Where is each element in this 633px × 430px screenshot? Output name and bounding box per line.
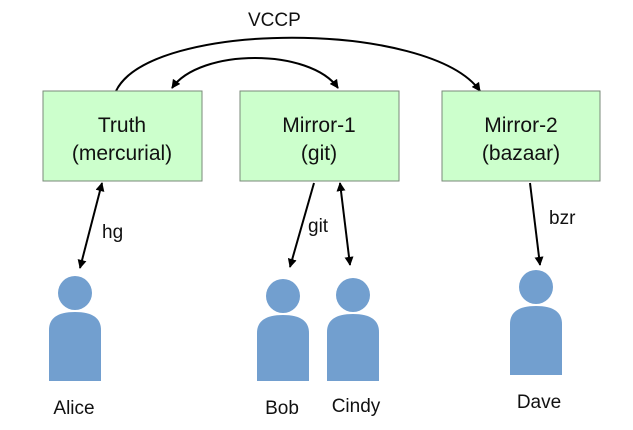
person-dave-icon <box>510 270 562 375</box>
dave-label: Dave <box>517 392 561 413</box>
alice-label: Alice <box>53 398 94 419</box>
truth-subtitle: (mercurial) <box>72 142 172 165</box>
mirror2-node: Mirror-2 (bazaar) <box>441 90 601 182</box>
bzr-edge <box>529 182 544 266</box>
mirror1-node: Mirror-1 (git) <box>239 90 400 182</box>
git-bob-edge <box>287 182 315 268</box>
hg-edge <box>77 182 105 269</box>
bzr-label: bzr <box>549 208 576 229</box>
person-alice-icon <box>49 276 101 381</box>
git-label: git <box>308 216 329 237</box>
truth-mirror1-edge <box>171 57 339 89</box>
person-cindy-icon <box>327 278 379 381</box>
cindy-label: Cindy <box>332 396 381 417</box>
truth-node: Truth (mercurial) <box>42 90 203 182</box>
truth-title: Truth <box>98 114 146 137</box>
mirror1-title: Mirror-1 <box>282 114 356 137</box>
bob-label: Bob <box>265 398 299 419</box>
vccp-edge <box>115 36 481 92</box>
vccp-label: VCCP <box>248 10 301 31</box>
mirror2-title: Mirror-2 <box>484 114 558 137</box>
mirror2-subtitle: (bazaar) <box>482 142 560 165</box>
git-cindy-edge <box>336 182 354 266</box>
hg-label: hg <box>102 222 123 243</box>
mirror1-subtitle: (git) <box>301 142 337 165</box>
person-bob-icon <box>257 279 309 381</box>
